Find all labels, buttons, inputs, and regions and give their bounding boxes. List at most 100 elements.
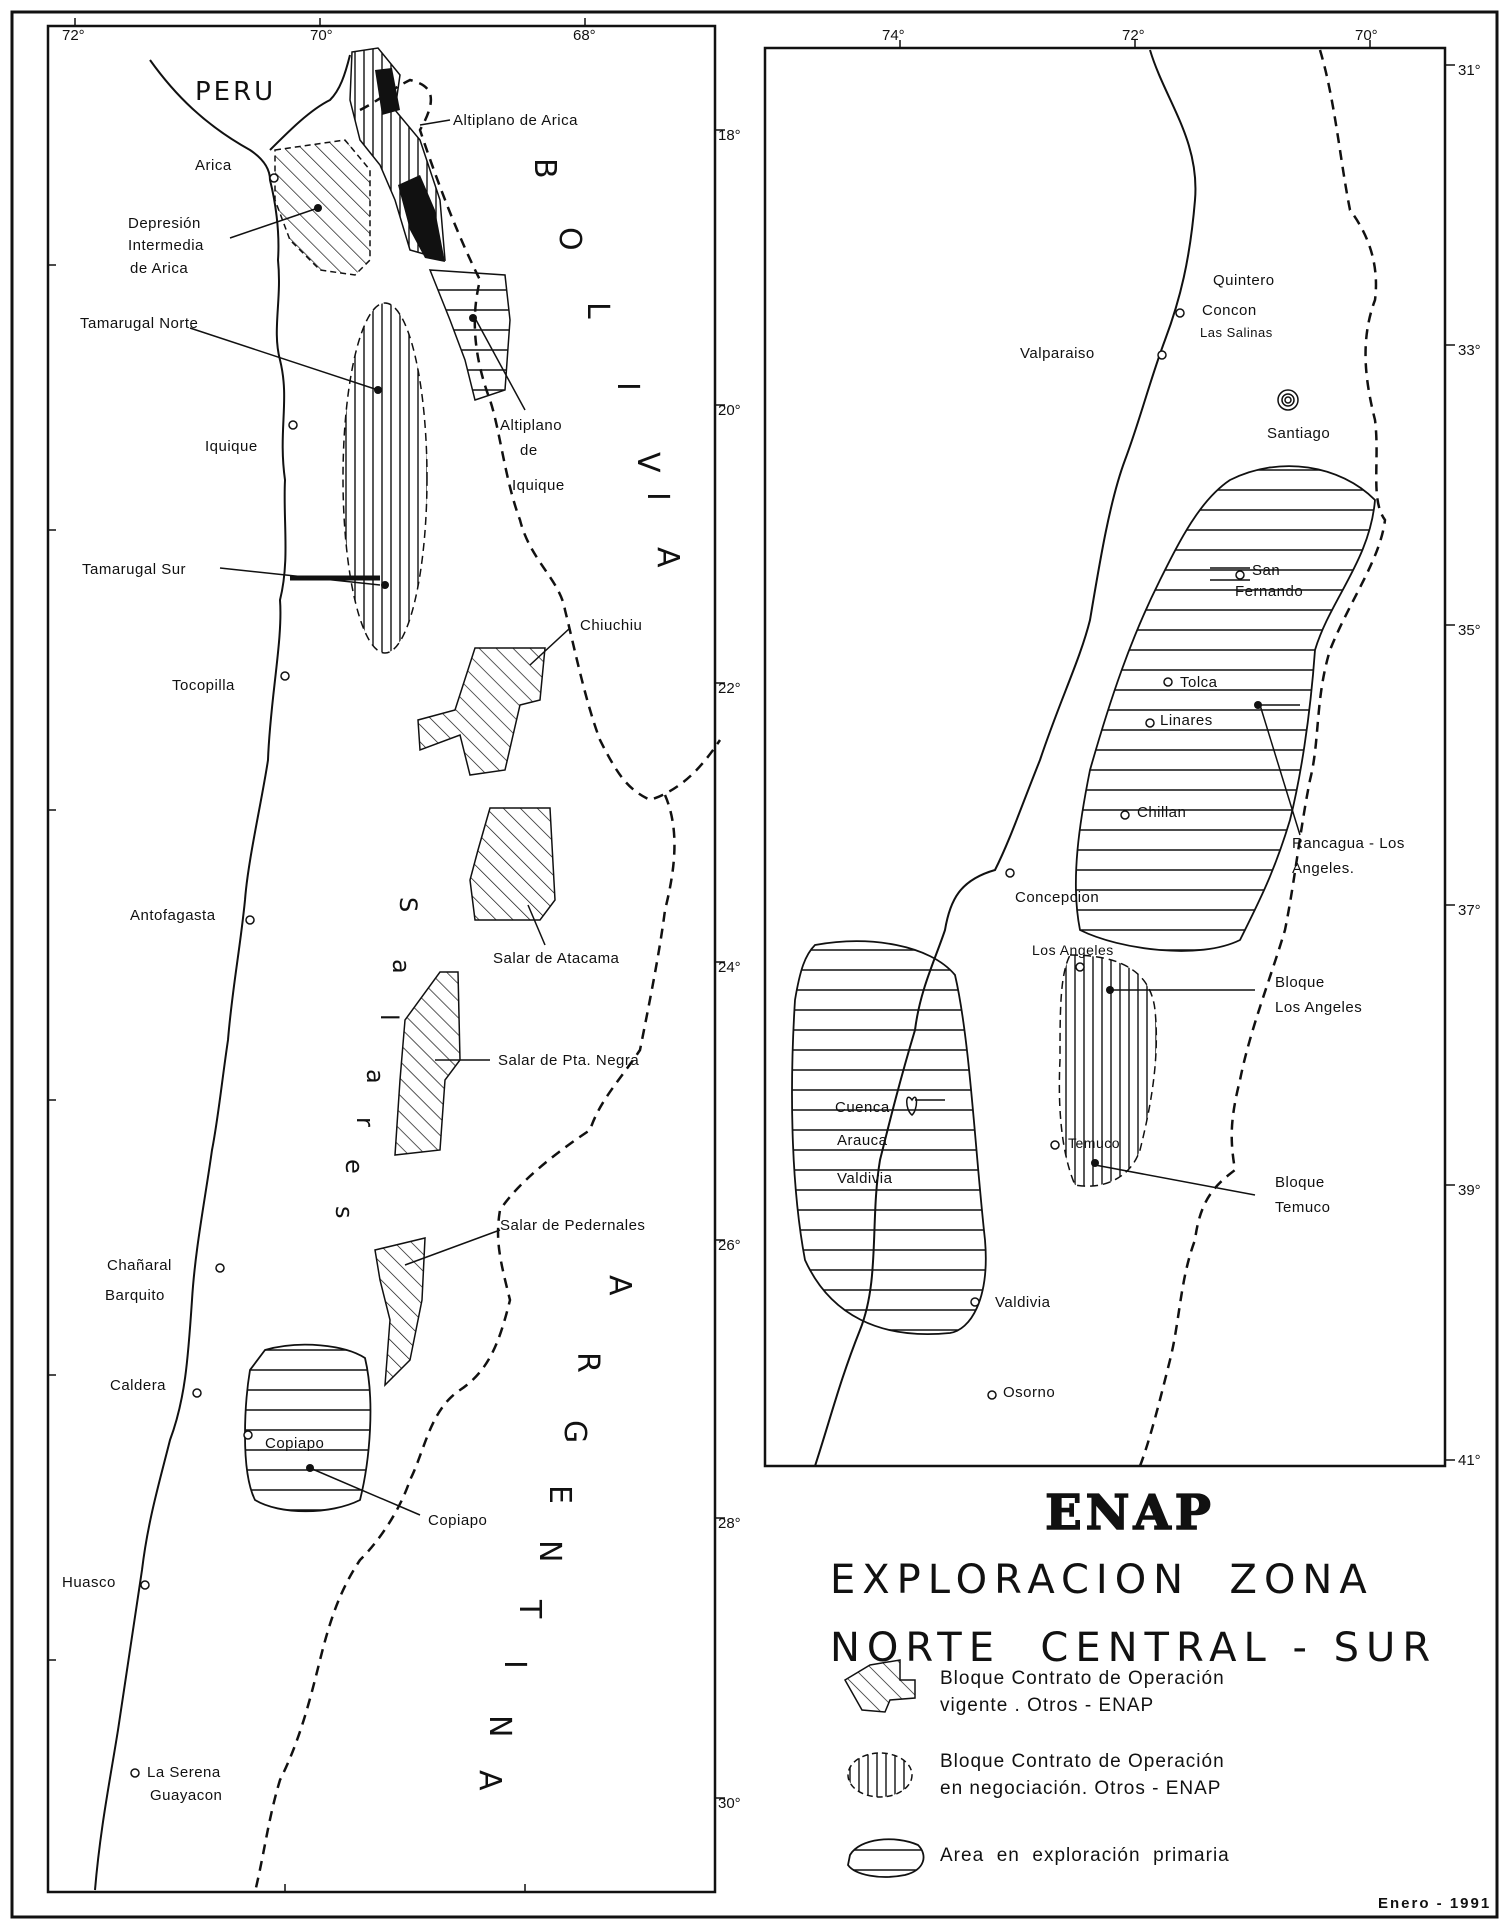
label-rancagua-los-angeles-2: Angeles. xyxy=(1292,860,1354,877)
place-fernando: Fernando xyxy=(1235,583,1303,600)
label-chiuchiu: Chiuchiu xyxy=(580,617,642,634)
place-los-angeles: Los Angeles xyxy=(1032,942,1114,958)
legend-negociacion-line-2: en negociación. Otros - ENAP xyxy=(940,1778,1222,1799)
place-chillan: Chillan xyxy=(1137,804,1186,821)
place-san: San xyxy=(1252,562,1280,579)
left-lat-tick-28: 28° xyxy=(718,1515,741,1532)
label-salar-pta-negra: Salar de Pta. Negra xyxy=(498,1052,639,1069)
outer-border xyxy=(10,10,1499,1919)
place-arica: Arica xyxy=(195,157,232,174)
bolivia-border xyxy=(359,78,722,802)
right-lat-tick-31: 31° xyxy=(1458,62,1481,79)
svg-text:N: N xyxy=(482,1715,517,1737)
block-altiplano-iquique xyxy=(428,269,511,401)
label-bloque-los-angeles-2: Los Angeles xyxy=(1275,999,1362,1016)
block-depresion-intermedia-arica xyxy=(274,139,371,276)
right-lon-tick-70: 70° xyxy=(1355,27,1378,44)
svg-text:A: A xyxy=(602,1275,637,1296)
left-map-frame xyxy=(46,24,717,1894)
svg-text:O: O xyxy=(552,227,587,251)
block-rancagua-los-angeles xyxy=(1074,465,1376,952)
left-leader-dots xyxy=(306,204,477,1472)
label-altiplano-iquique-1: Altiplano xyxy=(500,417,562,434)
left-lon-tick-68: 68° xyxy=(573,27,596,44)
right-map-frame xyxy=(763,46,1447,1468)
place-valdivia: Valdivia xyxy=(995,1294,1051,1311)
svg-text:I: I xyxy=(610,382,645,391)
place-quintero: Quintero xyxy=(1213,272,1275,289)
left-lat-tick-18: 18° xyxy=(718,127,741,144)
legend-exploracion-line-1: Area en exploración primaria xyxy=(940,1845,1230,1866)
block-altiplano-arica-active-2 xyxy=(398,175,445,262)
right-lat-tick-41: 41° xyxy=(1458,1452,1481,1469)
place-valparaiso: Valparaiso xyxy=(1020,345,1095,362)
right-city-markers xyxy=(970,308,1245,1400)
country-argentina: A R G E N T I N A xyxy=(472,1275,637,1791)
right-lon-tick-72: 72° xyxy=(1122,27,1145,44)
label-arauca: Arauca xyxy=(837,1132,888,1149)
label-salar-atacama: Salar de Atacama xyxy=(493,950,620,967)
title-line-1: EXPLORACION ZONA xyxy=(830,1557,1374,1603)
right-lat-tick-39: 39° xyxy=(1458,1182,1481,1199)
label-rancagua-los-angeles-1: Rancagua - Los xyxy=(1292,835,1405,852)
left-lon-tick-72: 72° xyxy=(62,27,85,44)
peru-boundary xyxy=(269,54,351,151)
place-osorno: Osorno xyxy=(1003,1384,1055,1401)
enap-logo: ENAP xyxy=(1044,1484,1215,1542)
svg-text:L: L xyxy=(580,302,615,319)
argentina-border xyxy=(253,794,676,1893)
place-las-salinas: Las Salinas xyxy=(1200,325,1273,340)
place-linares: Linares xyxy=(1160,712,1213,729)
place-la-serena: La Serena xyxy=(147,1764,221,1781)
block-tamarugal xyxy=(342,302,428,654)
place-guayacon: Guayacon xyxy=(150,1787,222,1804)
country-bolivia: B O L I V I A xyxy=(527,158,685,568)
legend-swatch-negociacion xyxy=(847,1752,913,1798)
right-leader-dots xyxy=(1091,701,1262,1167)
place-santiago: Santiago xyxy=(1267,425,1330,442)
svg-text:E: E xyxy=(542,1485,577,1504)
label-bloque-los-angeles-1: Bloque xyxy=(1275,974,1325,991)
label-altiplano-iquique-3: Iquique xyxy=(512,477,565,494)
place-tocopilla: Tocopilla xyxy=(172,677,235,694)
svg-text:G: G xyxy=(557,1420,592,1443)
block-altiplano-arica-active xyxy=(375,68,400,115)
right-lat-tick-33: 33° xyxy=(1458,342,1481,359)
right-lat-tick-35: 35° xyxy=(1458,622,1481,639)
right-lon-tick-74: 74° xyxy=(882,27,905,44)
svg-text:a: a xyxy=(387,959,415,974)
santiago-marker xyxy=(1277,389,1299,411)
label-salar-pedernales: Salar de Pedernales xyxy=(500,1217,645,1234)
block-chiuchiu xyxy=(417,647,546,776)
country-peru: PERU xyxy=(195,77,276,107)
left-coastline xyxy=(94,59,287,1891)
legend-swatch-vigente xyxy=(843,1659,916,1713)
legend-swatch-exploracion xyxy=(847,1838,925,1878)
svg-text:a: a xyxy=(361,1069,389,1084)
svg-text:T: T xyxy=(512,1599,547,1619)
svg-text:r: r xyxy=(351,1117,379,1127)
place-caldera: Caldera xyxy=(110,1377,166,1394)
title-block: ENAP EXPLORACION ZONA NORTE CENTRAL - SU… xyxy=(830,1484,1450,1677)
block-salar-pedernales xyxy=(374,1237,426,1387)
label-bloque-temuco-1: Bloque xyxy=(1275,1174,1325,1191)
block-salar-pta-negra xyxy=(394,971,461,1156)
svg-text:B: B xyxy=(527,158,562,179)
place-tamarugal-sur: Tamarugal Sur xyxy=(82,561,186,578)
place-tamarugal-norte: Tamarugal Norte xyxy=(80,315,198,332)
place-barquito: Barquito xyxy=(105,1287,165,1304)
block-los-angeles-temuco xyxy=(1058,954,1158,1187)
left-lat-tick-22: 22° xyxy=(718,680,741,697)
left-lat-tick-20: 20° xyxy=(718,402,741,419)
left-leader-lines xyxy=(189,119,571,1516)
label-bloque-temuco-2: Temuco xyxy=(1275,1199,1331,1216)
legend-vigente-line-1: Bloque Contrato de Operación xyxy=(940,1668,1225,1689)
place-antofagasta: Antofagasta xyxy=(130,907,216,924)
place-huasco: Huasco xyxy=(62,1574,116,1591)
left-lat-tick-30: 30° xyxy=(718,1795,741,1812)
map-date: Enero - 1991 xyxy=(1378,1895,1492,1912)
block-cuenca-arauca-valdivia xyxy=(791,940,987,1335)
svg-text:I: I xyxy=(497,1660,532,1669)
place-depresion-1: Depresión xyxy=(128,215,201,232)
